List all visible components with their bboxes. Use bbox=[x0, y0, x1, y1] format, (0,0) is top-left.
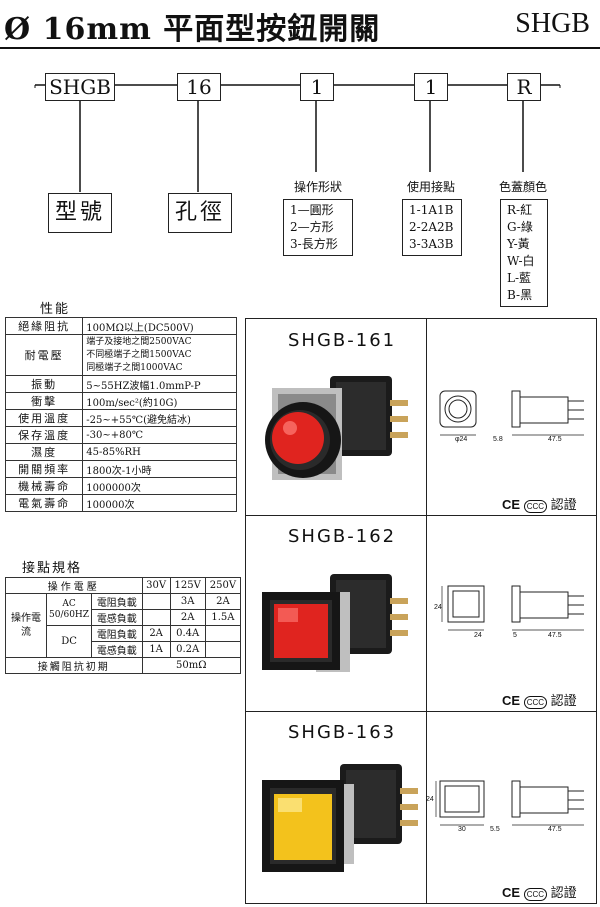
ce-mark-icon: CE bbox=[502, 693, 521, 708]
product-drawing bbox=[441, 585, 584, 631]
color-option: L-藍 bbox=[507, 271, 532, 285]
color-option: W-白 bbox=[507, 254, 535, 268]
contact-spec-table: 操作電壓 30V 125V 250V 操作電流 AC 50/60HZ 電阻負載 … bbox=[5, 577, 242, 674]
dimension-label: 30 bbox=[458, 826, 466, 833]
product-model: SHGB-163 bbox=[288, 722, 397, 743]
contact-spec-title: 接點規格 bbox=[22, 561, 83, 576]
series-name: SHGB bbox=[515, 8, 590, 39]
dimension-label: 5.8 bbox=[493, 436, 503, 443]
table-row: 耐電壓 端子及接地之間2500VAC 不同極端子之間1500VAC 同極端子之間… bbox=[4, 334, 237, 376]
table-row: 操作電流 AC 50/60HZ 電阻負載 3A 2A bbox=[5, 593, 242, 658]
certification: CE CCC 認證 bbox=[502, 693, 577, 709]
dimension-label: 47.5 bbox=[548, 436, 562, 443]
contact-option: 3-3A3B bbox=[409, 237, 454, 251]
dimension-label: φ24 bbox=[455, 436, 468, 443]
contact-options: 1-1A1B 2-2A2B 3-3A3B bbox=[402, 199, 462, 256]
dimension-label: 24 bbox=[474, 632, 482, 639]
grid-divider bbox=[245, 711, 597, 712]
grid-divider bbox=[245, 515, 597, 516]
contact-title: 使用接點 bbox=[406, 180, 455, 194]
dimension-label: 5.5 bbox=[490, 826, 500, 833]
product-photo-round bbox=[265, 376, 408, 480]
color-option: Y-黃 bbox=[507, 237, 530, 251]
code-segment-model: SHGB bbox=[45, 73, 115, 101]
product-drawing bbox=[435, 780, 584, 826]
grid-divider bbox=[426, 318, 427, 904]
shape-options: 1—圓形 2—方形 3-長方形 bbox=[283, 199, 353, 256]
product-photo-square bbox=[262, 574, 408, 672]
contact-option: 2-2A2B bbox=[409, 220, 454, 234]
ccc-mark-icon: CCC bbox=[523, 888, 548, 901]
dimension-label: 47.5 bbox=[548, 826, 562, 833]
ccc-mark-icon: CCC bbox=[523, 500, 548, 513]
product-photo-rectangular bbox=[262, 764, 418, 872]
product-model: SHGB-161 bbox=[288, 330, 397, 351]
shape-option: 2—方形 bbox=[290, 220, 334, 234]
code-segment-shape: 1 bbox=[300, 73, 334, 101]
certification: CE CCC 認證 bbox=[502, 885, 577, 901]
code-segment-color: R bbox=[507, 73, 541, 101]
dimension-label: 5 bbox=[513, 632, 517, 639]
table-row: 電感負載 1A 0.2A bbox=[6, 641, 242, 658]
ce-mark-icon: CE bbox=[502, 885, 521, 900]
dimension-label: 24 bbox=[426, 796, 434, 803]
color-option: B-黑 bbox=[507, 288, 533, 302]
page-title: Ø 16mm 平面型按鈕開關 bbox=[4, 12, 381, 47]
table-row: 保存溫度-30~+80℃ bbox=[4, 426, 237, 444]
product-drawing bbox=[439, 390, 584, 436]
certification: CE CCC 認證 bbox=[502, 497, 577, 513]
hole-label: 孔徑 bbox=[168, 193, 232, 233]
ccc-mark-icon: CCC bbox=[523, 696, 548, 709]
code-segment-hole: 16 bbox=[177, 73, 221, 101]
shape-option: 3-長方形 bbox=[290, 237, 338, 251]
color-title: 色蓋顏色 bbox=[498, 180, 547, 194]
contact-option: 1-1A1B bbox=[409, 203, 454, 217]
color-option: R-紅 bbox=[507, 203, 533, 217]
table-row: 操作電壓 30V 125V 250V bbox=[5, 577, 242, 594]
code-segment-contact: 1 bbox=[414, 73, 448, 101]
performance-title: 性能 bbox=[40, 302, 71, 317]
table-row: 接觸阻抗初期 50mΩ bbox=[5, 657, 242, 674]
ce-mark-icon: CE bbox=[502, 497, 521, 512]
color-options: R-紅 G-綠 Y-黃 W-白 L-藍 B-黑 bbox=[500, 199, 548, 307]
dimension-label: 24 bbox=[434, 604, 442, 611]
color-option: G-綠 bbox=[507, 220, 533, 234]
product-grid bbox=[245, 318, 597, 904]
header-rule bbox=[0, 47, 600, 49]
table-row: 電感負載 2A 1.5A bbox=[6, 609, 242, 626]
code-connector-lines bbox=[34, 84, 561, 192]
table-row: 使用溫度-25~+55℃(避免結冰) bbox=[4, 409, 237, 427]
shape-title: 操作形狀 bbox=[293, 180, 342, 194]
shape-option: 1—圓形 bbox=[290, 203, 334, 217]
model-label: 型號 bbox=[48, 193, 112, 233]
product-model: SHGB-162 bbox=[288, 526, 397, 547]
dimension-label: 47.5 bbox=[548, 632, 562, 639]
